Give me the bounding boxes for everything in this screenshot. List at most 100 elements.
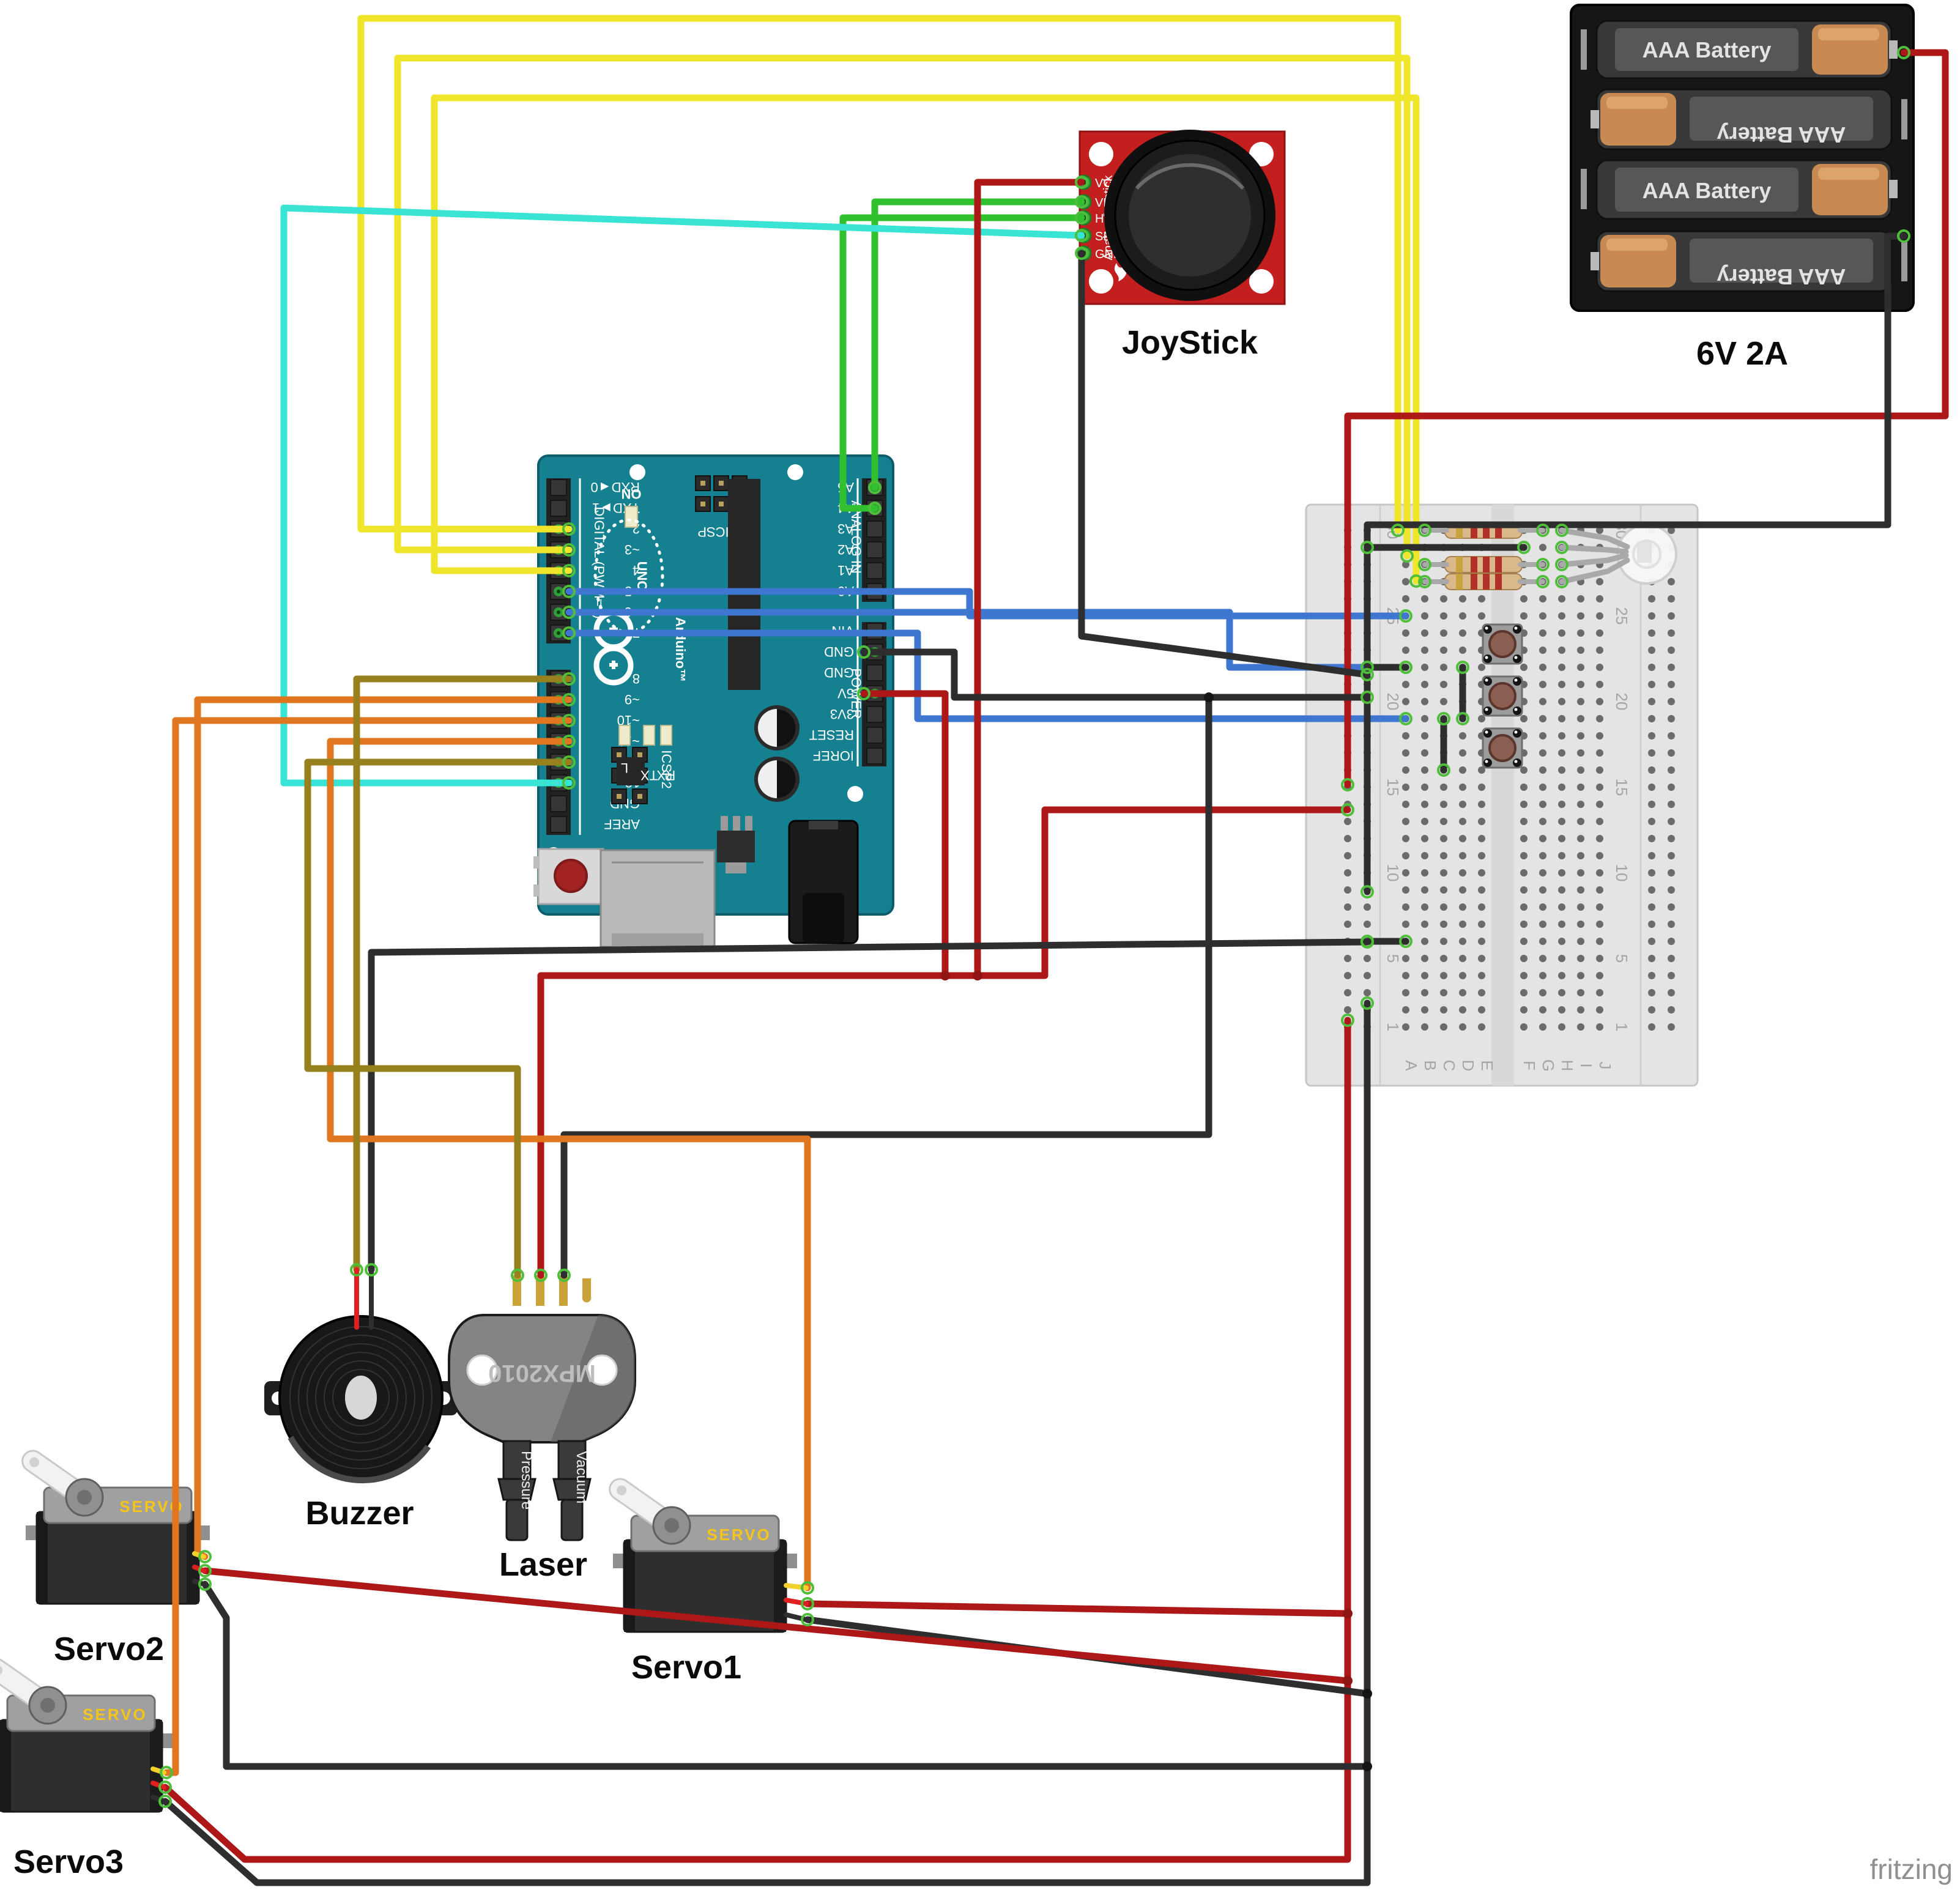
breadboard-hole xyxy=(1440,1006,1447,1014)
breadboard-hole xyxy=(1577,784,1584,791)
breadboard-hole xyxy=(1596,664,1603,671)
breadboard-hole xyxy=(1558,1006,1565,1014)
header-pin[interactable] xyxy=(550,479,567,496)
breadboard-hole xyxy=(1539,938,1546,945)
resistor-3[interactable] xyxy=(1444,573,1523,590)
breadboard-hole xyxy=(1596,749,1603,757)
connection-ring xyxy=(562,693,576,706)
breadboard-hole xyxy=(1558,698,1565,705)
breadboard-hole xyxy=(1520,955,1528,962)
wire-led-leg-4[interactable] xyxy=(1559,557,1630,585)
wire-d12-laser[interactable] xyxy=(304,758,573,1279)
breadboard-hole xyxy=(1539,921,1546,928)
connection-ring xyxy=(1536,575,1550,588)
breadboard-row-number: 20 xyxy=(1384,693,1402,711)
wire-gnd-bb[interactable] xyxy=(860,648,1371,701)
resistor-2[interactable] xyxy=(1444,556,1523,573)
servo3[interactable]: SERVO xyxy=(0,1655,173,1813)
wire-black-bus[interactable] xyxy=(161,999,1371,1886)
wire-d4-bb[interactable] xyxy=(431,94,1420,585)
wire-servo3-pig-neg[interactable] xyxy=(150,1795,166,1804)
servo2[interactable]: SERVO xyxy=(18,1447,210,1605)
wire-d7-bb[interactable] xyxy=(565,629,1409,722)
wire-buzzer-gnd[interactable] xyxy=(368,938,1371,1273)
wire-joy-vcc[interactable] xyxy=(974,179,1085,979)
breadboard-hole xyxy=(1478,955,1485,962)
breadboard-hole xyxy=(1558,749,1565,757)
connection-ring xyxy=(1418,524,1431,537)
breadboard-hole xyxy=(1596,886,1603,894)
breadboard-hole xyxy=(1596,578,1603,585)
wire-led-leg-1[interactable] xyxy=(1559,527,1630,550)
wire-servo3-pig-pos[interactable] xyxy=(150,1781,166,1790)
breadboard-hole xyxy=(1648,1023,1655,1031)
header-pin[interactable] xyxy=(866,541,883,558)
connection-ring xyxy=(562,776,576,790)
reset-button[interactable] xyxy=(533,848,608,905)
breadboard-hole xyxy=(1520,972,1528,979)
breadboard-hole xyxy=(1648,664,1655,671)
wire-a4-hor[interactable] xyxy=(839,214,1085,512)
header-pin[interactable] xyxy=(866,664,883,681)
wire-red-bus[interactable] xyxy=(161,1017,1351,1863)
header-pin[interactable] xyxy=(550,500,567,517)
wire-bat-pos[interactable] xyxy=(1344,49,1949,788)
wire-d13-sel[interactable] xyxy=(280,204,1085,787)
wire-led-leg-3[interactable] xyxy=(1559,552,1629,568)
header-pin[interactable] xyxy=(866,521,883,538)
laser-sensor[interactable]: MPX2010 Pressure Vacuum xyxy=(448,1275,636,1541)
breadboard-hole xyxy=(1344,835,1351,842)
breadboard-hole xyxy=(1668,595,1675,602)
sensor-hole xyxy=(466,1354,498,1386)
wire-joy-gnd[interactable] xyxy=(1078,250,1371,678)
breadboard-hole xyxy=(1648,955,1655,962)
breadboard-row-number: 20 xyxy=(1613,693,1631,711)
logo-minus xyxy=(609,628,618,631)
wire-5v-feed[interactable] xyxy=(860,690,949,979)
wire-servo2-gnd[interactable] xyxy=(201,1581,1371,1770)
header-pin[interactable] xyxy=(550,795,567,812)
wire-a5-ver[interactable] xyxy=(871,198,1085,491)
arduino-uno[interactable]: RXD◄0TXD►12~34~5~678~9~10~111213GNDAREFA… xyxy=(533,454,894,949)
wire-d11-servo1[interactable] xyxy=(327,738,811,1592)
breadboard-hole xyxy=(1440,921,1447,928)
push-button-1[interactable] xyxy=(1482,623,1523,665)
buzzer[interactable] xyxy=(264,1315,458,1484)
header-pin[interactable] xyxy=(866,727,883,744)
breadboard-hole xyxy=(1648,612,1655,620)
connection-ring xyxy=(562,714,576,727)
breadboard-hole xyxy=(1402,852,1409,859)
breadboard-hole xyxy=(1440,698,1447,705)
connection-ring xyxy=(1555,575,1568,588)
breadboard-hole xyxy=(1577,766,1584,774)
push-button-3[interactable] xyxy=(1482,727,1523,769)
joystick-module[interactable]: Analog Joystick VCCVERHORSELGND xyxy=(1076,130,1286,305)
rgb-led[interactable] xyxy=(1616,524,1677,585)
servo1[interactable]: SERVO xyxy=(606,1475,797,1633)
sensor-chip-label: MPX2010 xyxy=(488,1360,596,1387)
wire-d5-bb[interactable] xyxy=(565,588,1409,620)
battery-cell: AAA Battery xyxy=(1591,88,1907,150)
header-pin[interactable] xyxy=(550,816,567,833)
breadboard-hole xyxy=(1402,989,1409,996)
wire-d2-bb[interactable] xyxy=(357,15,1401,534)
battery-pack[interactable]: AAA Battery AAA Battery AAA Battery xyxy=(1570,4,1915,312)
wire-red-main[interactable] xyxy=(537,806,1351,1279)
breadboard-hole xyxy=(1402,681,1409,688)
breadboard-hole xyxy=(1648,698,1655,705)
wire-led-leg-2[interactable] xyxy=(1559,544,1629,555)
push-button-2[interactable] xyxy=(1482,675,1523,717)
breadboard-hole xyxy=(1558,1023,1565,1031)
header-pin[interactable] xyxy=(866,562,883,579)
connection-ring xyxy=(1456,712,1469,725)
wire-bat-neg[interactable] xyxy=(1364,232,1907,895)
header-pin[interactable] xyxy=(866,747,883,765)
header-pin[interactable] xyxy=(866,706,883,723)
wire-laser-gnd[interactable] xyxy=(560,694,1212,1279)
wire-d3-bb[interactable] xyxy=(394,54,1411,560)
wire-d8-buzzer[interactable] xyxy=(353,675,573,1273)
wire-servo2-red[interactable] xyxy=(201,1567,1351,1684)
wire-servo1-red[interactable] xyxy=(804,1600,1351,1617)
joystick-knob[interactable] xyxy=(1104,130,1275,301)
